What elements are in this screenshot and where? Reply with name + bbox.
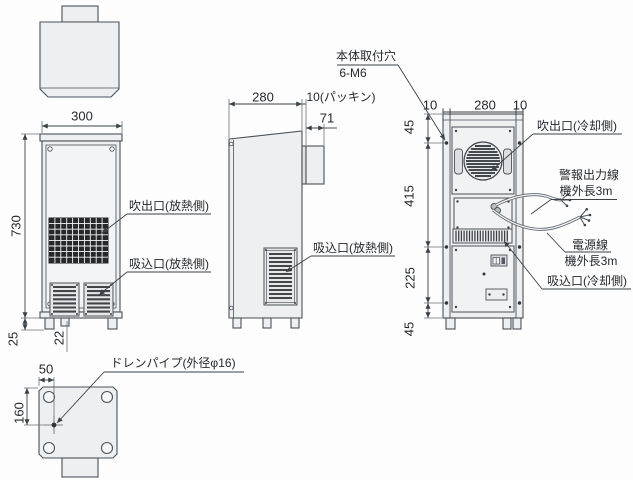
side-corner-screws: [229, 141, 234, 311]
front-view: [21, 121, 211, 352]
dim-side-depth: 280: [252, 89, 274, 105]
front-foot-right: [107, 317, 118, 330]
top-view-duct: [61, 5, 99, 23]
label-alarm-length: 機外長3m: [559, 184, 613, 198]
louver-screws: [51, 284, 112, 315]
label-power-line: 電源線: [571, 238, 609, 252]
label-mount-hole: 本体取付穴: [335, 49, 397, 63]
rear-dimension-lines: [425, 109, 524, 318]
dim-front-width: 300: [71, 108, 93, 124]
label-rear-inlet: 吸込口(冷却側): [547, 274, 627, 288]
side-dimension-lines: [229, 101, 337, 131]
side-foot-1: [232, 317, 242, 329]
front-leader-lines: [98, 213, 211, 296]
side-foot-3: [290, 317, 300, 329]
rear-fan-panel: [451, 126, 515, 195]
top-view-body: [39, 21, 120, 98]
label-front-inlet: 吸込口(放熱側): [129, 257, 209, 271]
dim-rear-mid-lower: 225: [402, 267, 418, 289]
front-foot-left: [44, 317, 55, 330]
dim-side-packing: 10(パッキン): [306, 90, 376, 104]
front-dimension-lines: [22, 123, 122, 330]
power-cable: [492, 208, 592, 231]
side-leader-lines: [285, 255, 395, 273]
dim-rear-flange-left: 10: [422, 97, 438, 113]
rear-foot-mid: [502, 317, 512, 330]
bottom-feet-circles: [42, 390, 114, 455]
bottom-dimension-lines: [24, 377, 54, 425]
side-duct: [305, 145, 325, 185]
rear-foot-right: [512, 317, 522, 330]
label-side-inlet: 吸込口(放熱側): [313, 241, 393, 255]
rear-intake-louver: [452, 228, 513, 244]
dim-bottom-x: 50: [38, 361, 54, 377]
front-base: [39, 311, 123, 319]
rear-foot-left: [445, 317, 456, 330]
louver-slats: [455, 230, 508, 242]
bottom-extension-lines: [24, 377, 55, 426]
top-view: [39, 5, 120, 98]
front-outlet-grille: [48, 217, 109, 264]
rear-mounting-holes: [444, 141, 522, 305]
label-rear-outlet: 吹出口(冷却側): [537, 119, 617, 133]
dim-front-foot: 25: [5, 331, 21, 347]
bottom-duct: [61, 457, 99, 478]
dim-rear-mid-upper: 415: [401, 185, 417, 207]
side-foot-2: [262, 317, 272, 329]
label-front-outlet: 吹出口(放熱側): [129, 199, 209, 213]
label-mount-spec: 6-M6: [339, 66, 367, 80]
rear-bottom-panel: [451, 245, 515, 313]
dim-rear-flange-right: 10: [512, 97, 528, 113]
front-top-cap: [39, 133, 123, 142]
bottom-leader-lines: [56, 371, 244, 424]
louver-slats: [53, 285, 110, 313]
front-extension-lines: [21, 121, 123, 352]
fan-bracket-right: [503, 148, 512, 175]
louver-screws: [265, 249, 296, 304]
dim-side-duct: 71: [319, 110, 335, 126]
dim-rear-bottom: 45: [401, 321, 417, 337]
side-packing: [301, 145, 307, 185]
bottom-body: [38, 386, 118, 459]
side-intake-louver: [263, 247, 298, 306]
label-power-length: 機外長3m: [564, 254, 618, 268]
fan-bracket-left: [454, 148, 463, 175]
label-drain-pipe: ドレンパイプ(外径φ16): [110, 356, 236, 370]
bottom-view: [24, 371, 244, 478]
dim-front-height: 730: [8, 215, 24, 237]
label-alarm-line: 警報出力線: [558, 168, 620, 182]
side-view: [228, 99, 395, 329]
rear-view: [337, 64, 631, 330]
fan-grille-lines: [466, 145, 500, 177]
rear-name-plate: [485, 288, 508, 301]
rear-leader-lines: [337, 64, 631, 290]
front-intake-louvers: [49, 282, 114, 317]
rear-center-screw: [482, 272, 486, 276]
front-drain-stub: [60, 317, 70, 327]
dim-bottom-y: 160: [11, 402, 27, 424]
dim-front-drain: 22: [51, 330, 67, 346]
dim-rear-top: 45: [401, 119, 417, 135]
drain-point: [45, 416, 63, 434]
dim-rear-width: 280: [474, 97, 496, 113]
